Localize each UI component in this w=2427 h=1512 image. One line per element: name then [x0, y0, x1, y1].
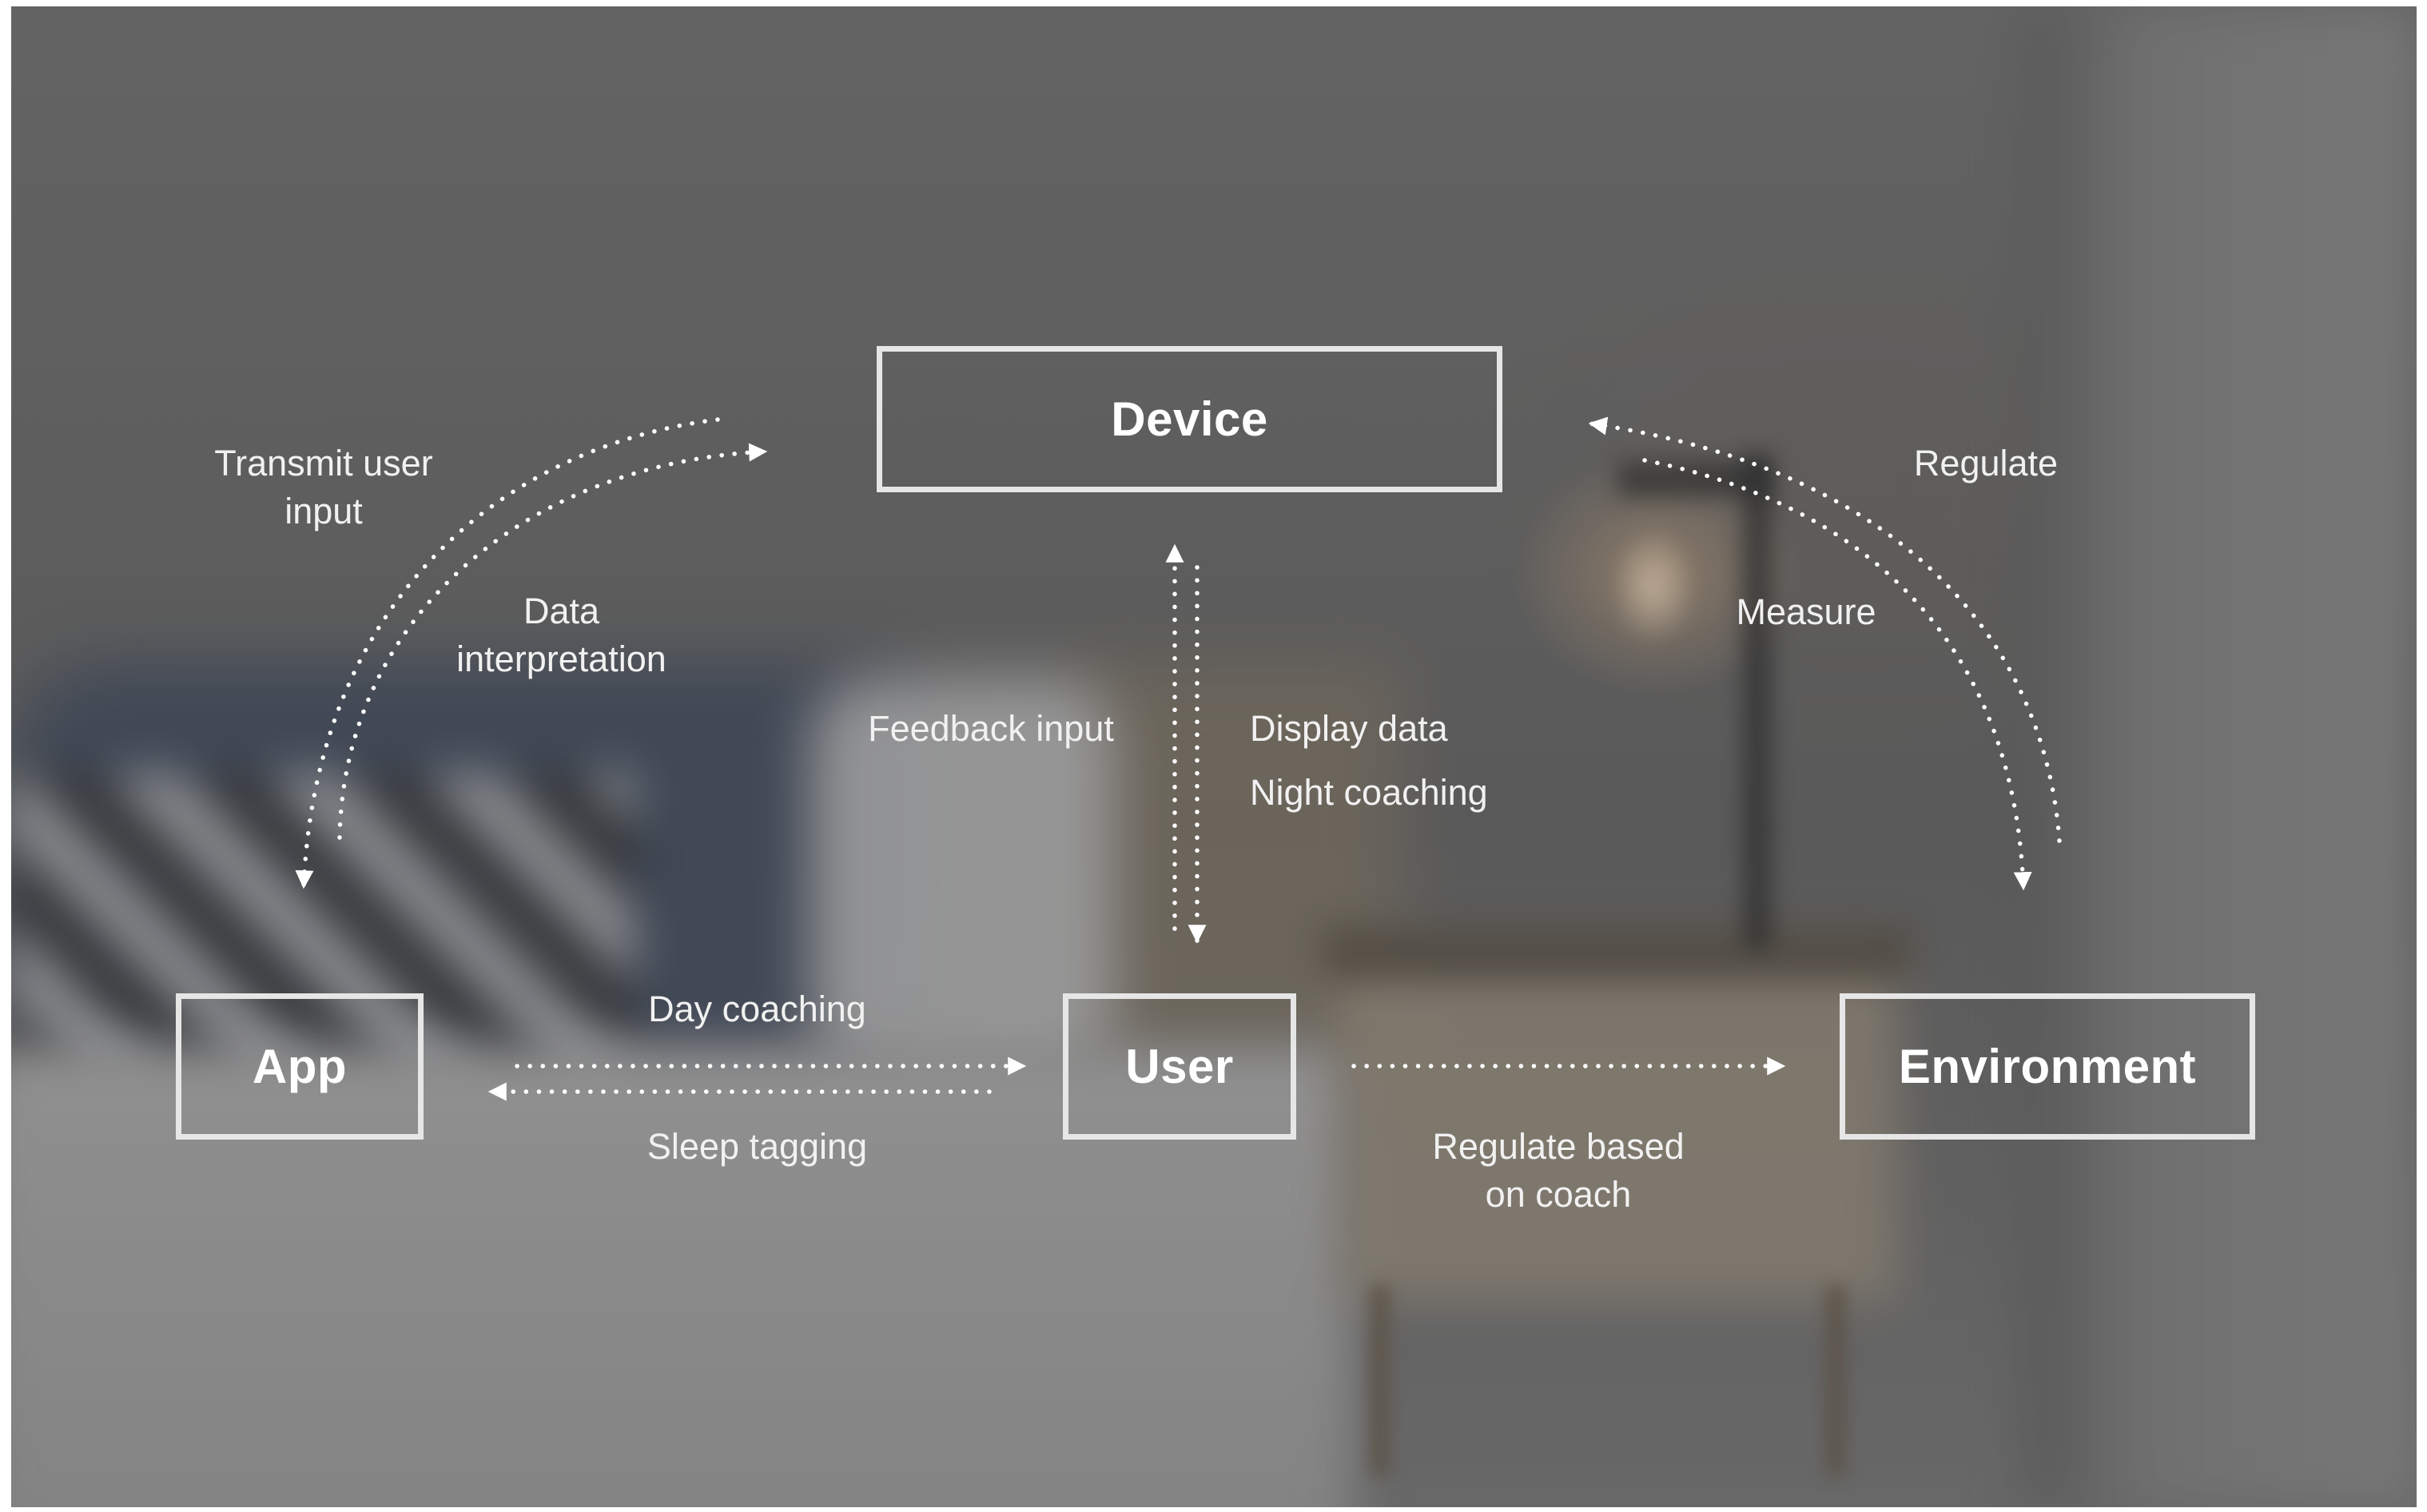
label-regulate-based-on-coach: Regulate based on coach	[1432, 1126, 1685, 1215]
label-feedback-input: Feedback input	[868, 708, 1114, 749]
label-data-interpretation: Data interpretation	[456, 591, 666, 679]
app-box: App	[176, 993, 424, 1140]
label-sleep-tagging: Sleep tagging	[647, 1126, 868, 1167]
label-regulate: Regulate	[1913, 443, 2059, 483]
blurred-bedroom-background	[11, 6, 2417, 1507]
arrow-device-to-environment	[1642, 458, 2032, 891]
device-box: Device	[877, 346, 1502, 492]
label-display-data: Display data	[1250, 708, 1448, 749]
label-night-coaching: Night coaching	[1250, 772, 1488, 813]
label-transmit-user-input: Transmit user input	[214, 443, 433, 531]
label-day-coaching: Day coaching	[648, 989, 866, 1029]
environment-box: Environment	[1840, 993, 2255, 1140]
arrow-app-to-device	[337, 443, 768, 840]
user-box: User	[1063, 993, 1296, 1140]
label-measure: Measure	[1736, 591, 1876, 632]
